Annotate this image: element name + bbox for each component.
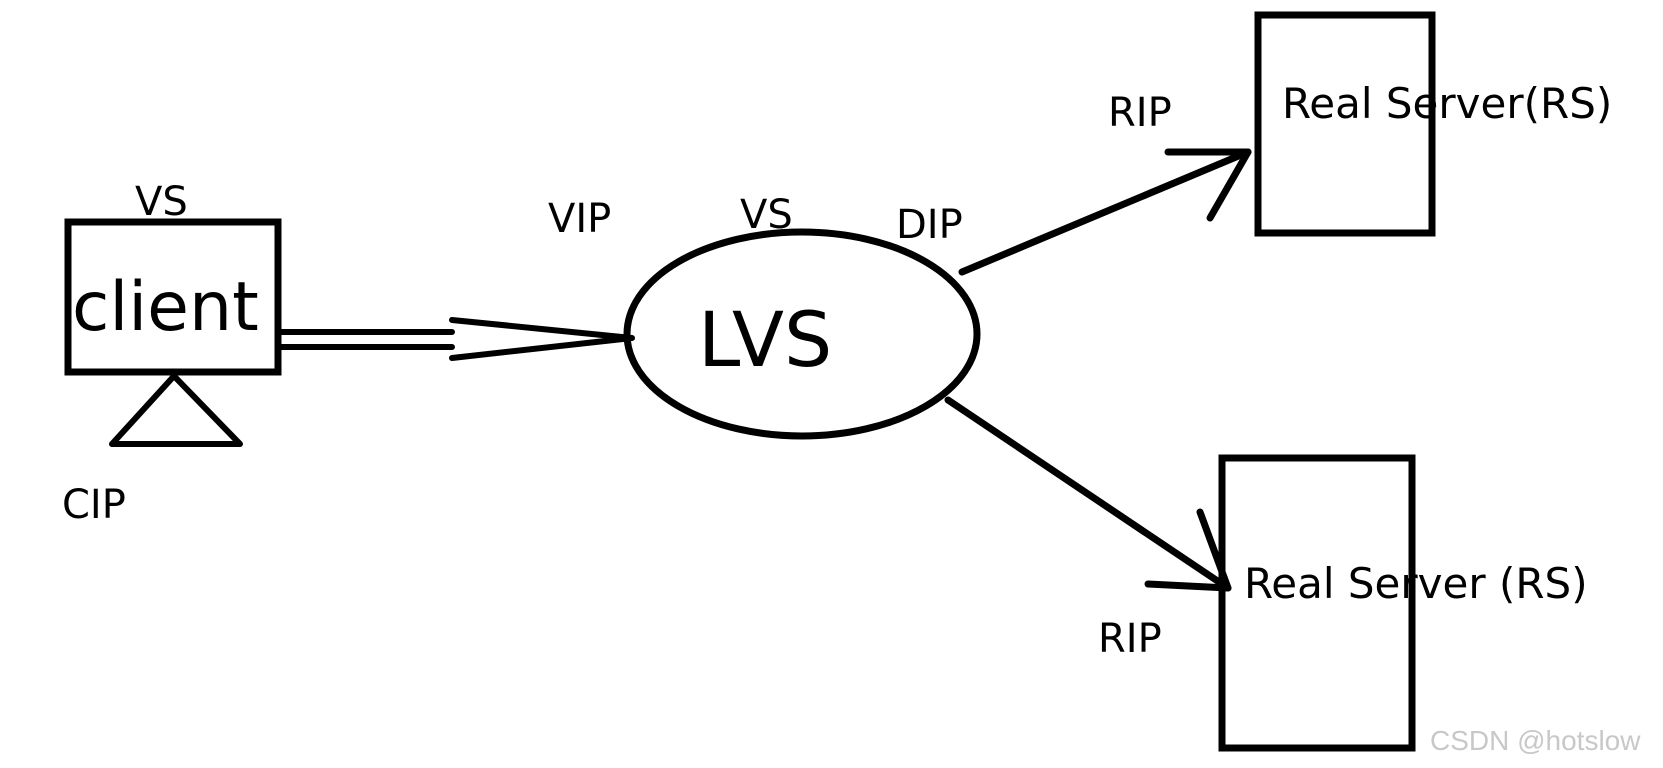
real-server-top: Real Server(RS) RIP xyxy=(1108,11,1612,237)
client-vs-label: VS xyxy=(135,179,188,225)
real-server-top-box xyxy=(1254,11,1436,237)
client-node: VS client CIP xyxy=(62,179,282,528)
client-stand-triangle xyxy=(109,373,243,447)
arrow-to-bottom-rs xyxy=(944,396,1232,592)
real-server-bottom-label: Real Server (RS) xyxy=(1244,559,1588,608)
lvs-vs-label: VS xyxy=(740,192,793,238)
watermark-text: CSDN @hotslow xyxy=(1430,725,1641,756)
real-server-top-rip-label: RIP xyxy=(1108,90,1172,136)
lvs-dip-label: DIP xyxy=(896,202,963,248)
lvs-node: LVS VIP VS DIP xyxy=(548,192,981,440)
client-lvs-double-arrow xyxy=(277,317,635,361)
client-box-label: client xyxy=(72,268,259,347)
lvs-vip-label: VIP xyxy=(548,196,611,242)
real-server-bottom-rip-label: RIP xyxy=(1098,616,1162,662)
lvs-ellipse xyxy=(623,228,981,440)
client-box xyxy=(64,218,282,376)
real-server-top-label: Real Server(RS) xyxy=(1282,79,1612,128)
real-server-bottom-box xyxy=(1218,454,1416,752)
arrow-to-top-rs xyxy=(958,148,1252,276)
client-cip-label: CIP xyxy=(62,482,126,528)
lvs-label: LVS xyxy=(698,295,832,384)
real-server-bottom: Real Server (RS) RIP xyxy=(1098,454,1588,752)
